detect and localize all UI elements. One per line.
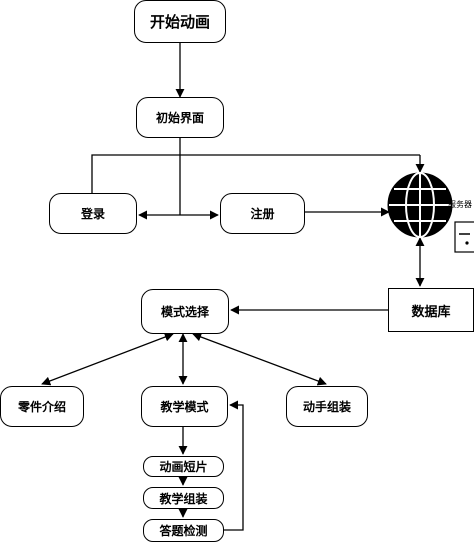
- animation-short-node[interactable]: 动画短片: [143, 456, 224, 477]
- server-label: 服务器: [448, 199, 472, 209]
- database-node: 数据库: [388, 288, 474, 332]
- parts-intro-node[interactable]: 零件介绍: [0, 386, 84, 427]
- teach-assembly-node[interactable]: 教学组装: [143, 487, 224, 509]
- teach-mode-node[interactable]: 教学模式: [141, 386, 228, 427]
- globe-icon: [387, 172, 453, 238]
- line-init-bus: [91, 154, 420, 193]
- server-icon: [454, 221, 474, 253]
- mode-select-node[interactable]: 模式选择: [141, 289, 229, 334]
- arrow-mode-manual: [192, 332, 327, 386]
- manual-assembly-node[interactable]: 动手组装: [286, 386, 368, 427]
- arrow-quiz-loop: [224, 400, 244, 531]
- start-animation-node: 开始动画: [134, 0, 226, 43]
- register-node[interactable]: 注册: [220, 193, 305, 234]
- quiz-node[interactable]: 答题检测: [143, 519, 224, 542]
- login-node[interactable]: 登录: [49, 193, 137, 234]
- initial-interface-node: 初始界面: [136, 97, 224, 138]
- arrow-mode-parts: [41, 332, 174, 386]
